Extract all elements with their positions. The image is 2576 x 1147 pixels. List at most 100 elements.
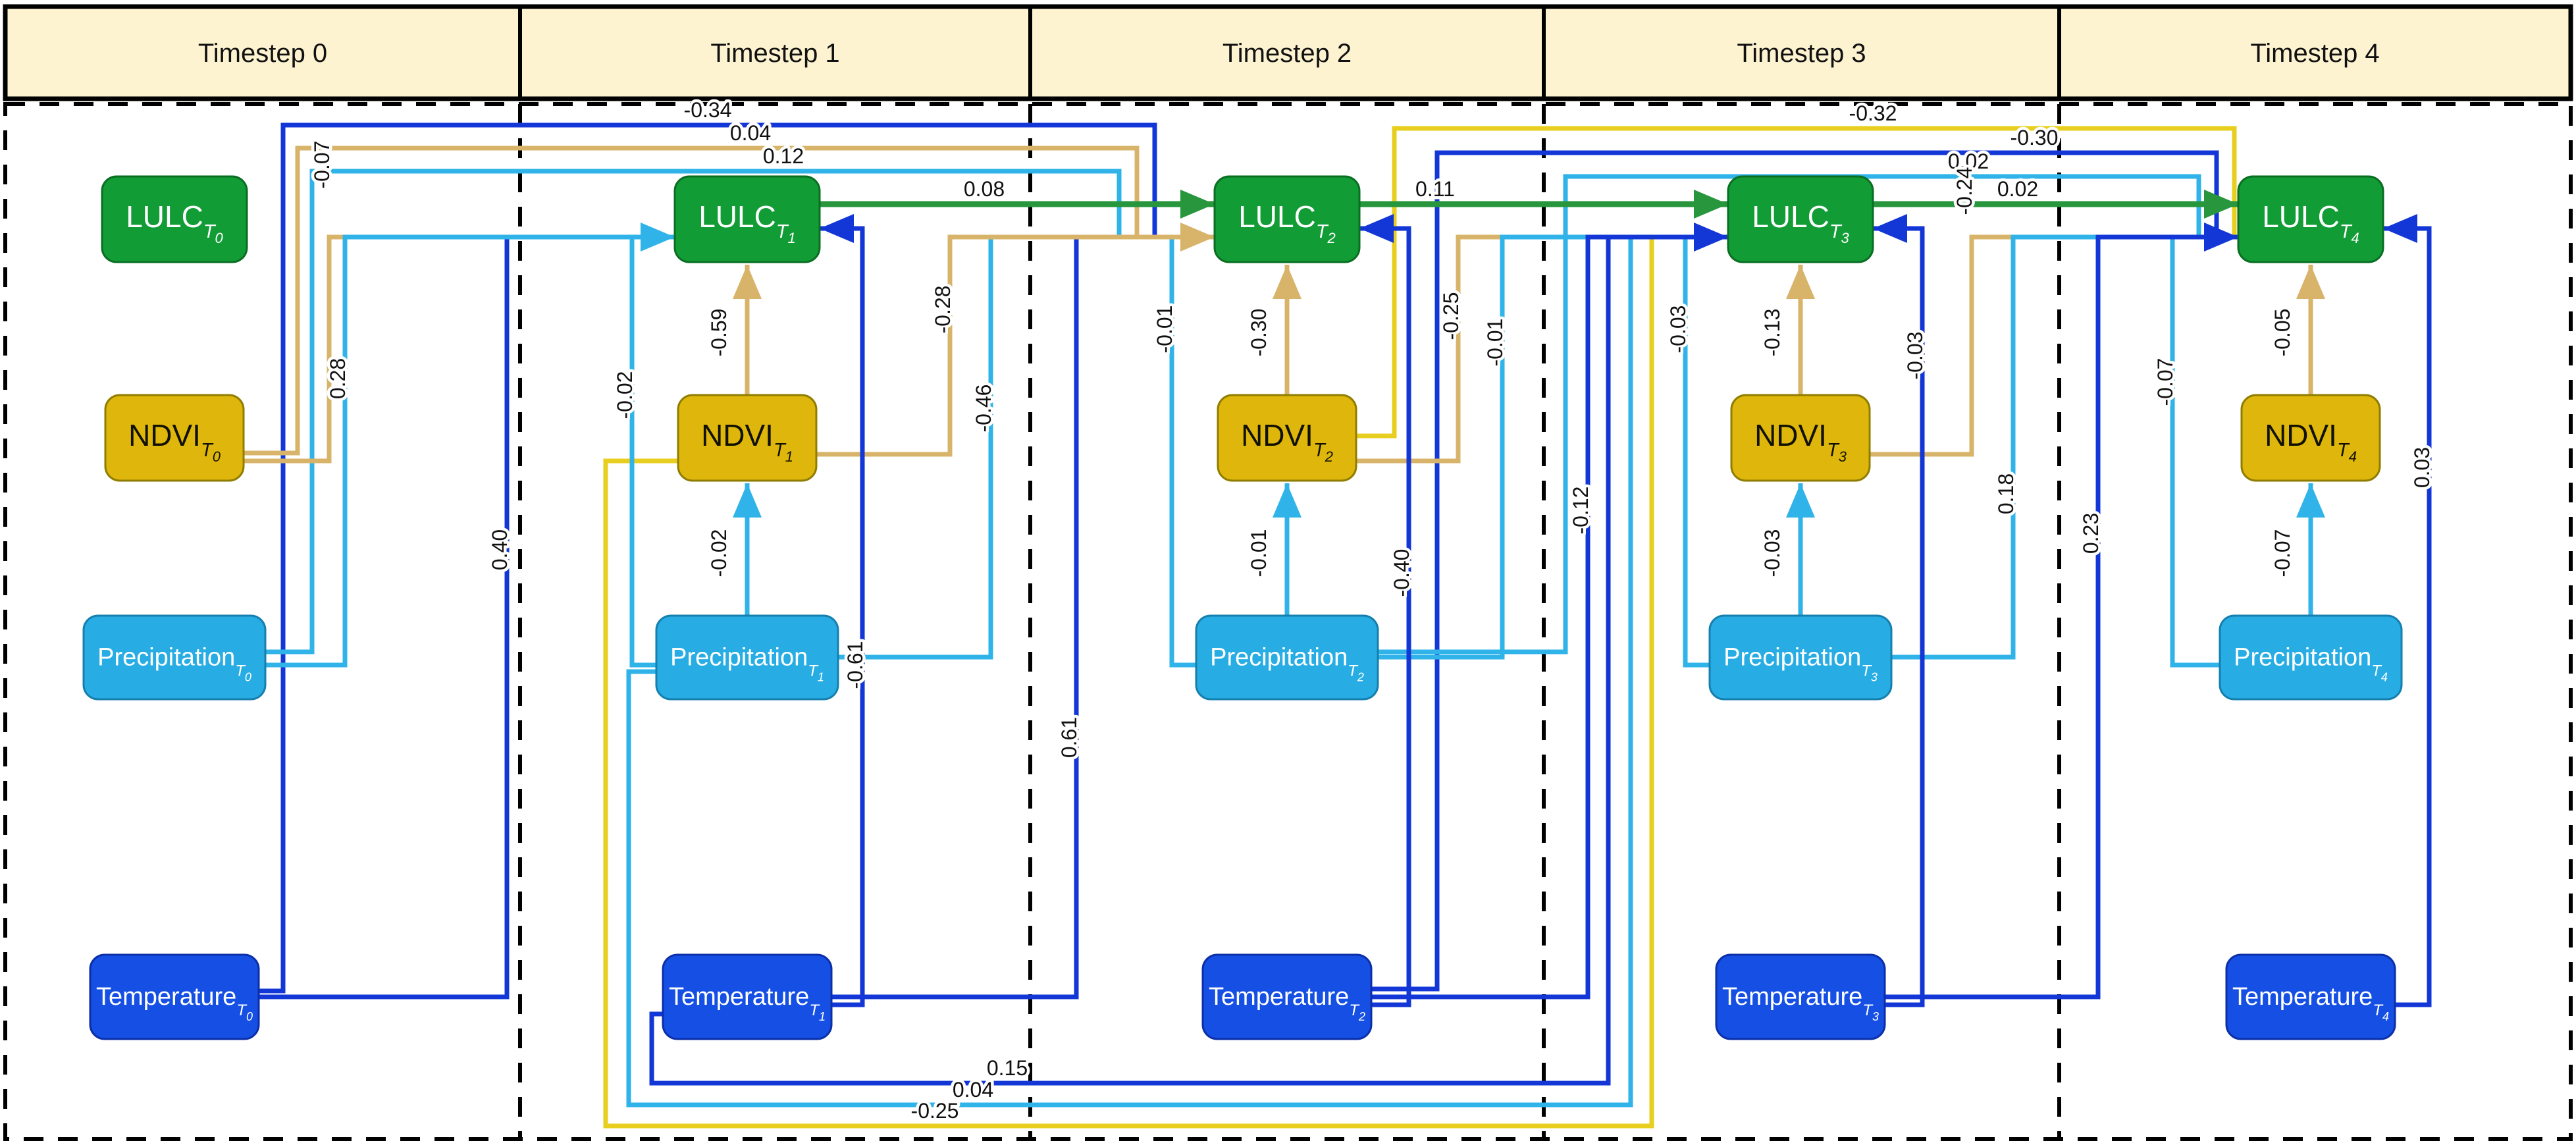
nodes-layer: LULCT0NDVIT0PrecipitationT0TemperatureT0… — [82, 175, 2403, 1040]
node-box-precipitation_t2 — [1195, 614, 1379, 701]
edge-value-Precipitation_T1-to-LULC_T3: 0.04 — [953, 1078, 993, 1102]
edge-Temperature_T2-to-LULC_T3 — [1371, 234, 1728, 1000]
node-precipitation_t4: PrecipitationT4 — [2219, 614, 2403, 701]
edge-value-Precipitation_T2-to-NDVI_T2: -0.01 — [1247, 529, 1271, 577]
header-cell-timestep-3: Timestep 3 — [1737, 39, 1866, 68]
arrowhead-Temperature_T1-to-LULC_T1 — [820, 214, 854, 243]
node-label-precipitation_t3: PrecipitationT3 — [1723, 644, 1878, 684]
node-box-temperature_t2 — [1201, 953, 1373, 1040]
edge-value-Precipitation_T2-to-LULC_T2: -0.01 — [1153, 306, 1176, 354]
node-lulc_t3: LULCT3 — [1727, 175, 1874, 263]
node-label-temperature_t2: TemperatureT2 — [1209, 983, 1365, 1023]
edge-labels-layer: -0.340.040.12-0.32-0.300.020.150.04-0.25… — [307, 95, 2437, 1126]
node-label-lulc_t0: LULCT0 — [126, 200, 223, 246]
edge-value-Temperature_T3-to-LULC_T4: 0.23 — [2079, 513, 2103, 554]
node-ndvi_t1: NDVIT1 — [677, 394, 818, 482]
arrowhead-LULC_T3-to-LULC_T4 — [2204, 190, 2238, 219]
node-box-lulc_t2 — [1213, 175, 1361, 263]
edge-value-Precipitation_T1-to-LULC_T1: -0.02 — [613, 371, 637, 419]
edge-value-Temperature_T3-to-LULC_T3: -0.03 — [1903, 332, 1927, 380]
node-precipitation_t3: PrecipitationT3 — [1708, 614, 1893, 701]
edge-value-NDVI_T3-to-LULC_T3: -0.13 — [1760, 309, 1784, 357]
node-label-lulc_t3: LULCT3 — [1752, 200, 1849, 246]
node-box-lulc_t1 — [673, 175, 821, 263]
node-box-ndvi_t3 — [1730, 394, 1871, 482]
node-box-lulc_t4 — [2237, 175, 2384, 263]
node-label-temperature_t0: TemperatureT0 — [96, 983, 253, 1023]
node-box-ndvi_t1 — [677, 394, 818, 482]
node-label-ndvi_t0: NDVIT0 — [128, 418, 221, 465]
node-label-temperature_t4: TemperatureT4 — [2232, 983, 2389, 1023]
node-temperature_t1: TemperatureT1 — [662, 953, 833, 1040]
node-ndvi_t4: NDVIT4 — [2240, 394, 2381, 482]
node-precipitation_t0: PrecipitationT0 — [82, 614, 267, 701]
node-box-precipitation_t1 — [655, 614, 839, 701]
node-precipitation_t2: PrecipitationT2 — [1195, 614, 1379, 701]
edge-value-NDVI_T0-to-LULC_T2: 0.04 — [730, 121, 771, 145]
edge-value-NDVI_T2-to-LULC_T3: -0.25 — [1439, 292, 1463, 340]
node-box-temperature_t4 — [2225, 953, 2396, 1040]
node-box-lulc_t0 — [101, 175, 248, 263]
edge-value-Precipitation_T3-to-NDVI_T3: -0.03 — [1760, 529, 1784, 577]
node-label-temperature_t3: TemperatureT3 — [1722, 983, 1879, 1023]
node-label-precipitation_t0: PrecipitationT0 — [97, 644, 251, 684]
edge-value-Precipitation_T0-to-LULC_T1: 0.28 — [326, 358, 350, 399]
arrowhead-NDVI_T3-to-LULC_T3 — [1786, 265, 1815, 299]
edge-value-LULC_T3-to-LULC_T4: 0.02 — [1997, 177, 2038, 201]
node-box-ndvi_t4 — [2240, 394, 2381, 482]
arrowhead-Temperature_T4-to-LULC_T4 — [2383, 214, 2417, 243]
arrowhead-Precipitation_T2-to-NDVI_T2 — [1273, 483, 1301, 518]
arrowhead-Temperature_T3-to-LULC_T3 — [1873, 214, 1907, 243]
outer-dashed-frame — [3, 102, 2573, 1141]
node-label-lulc_t4: LULCT4 — [2262, 200, 2359, 246]
edges-layer — [244, 122, 2432, 1129]
node-box-lulc_t3 — [1727, 175, 1874, 263]
edge-value-NDVI_T0-to-LULC_T1: -0.07 — [310, 141, 334, 189]
header-cell-timestep-2: Timestep 2 — [1222, 39, 1352, 68]
edge-value-Precipitation_T3-to-LULC_T3: -0.03 — [1666, 306, 1690, 354]
arrowhead-Precipitation_T1-to-NDVI_T1 — [733, 483, 762, 518]
arrowhead-NDVI_T4-to-LULC_T4 — [2296, 265, 2325, 299]
node-label-lulc_t2: LULCT2 — [1238, 200, 1336, 246]
node-label-ndvi_t4: NDVIT4 — [2265, 418, 2357, 465]
arrowhead-Precipitation_T4-to-NDVI_T4 — [2296, 483, 2325, 518]
arrowhead-NDVI_T2-to-LULC_T2 — [1273, 265, 1301, 299]
node-ndvi_t3: NDVIT3 — [1730, 394, 1871, 482]
edge-value-Temperature_T1-to-LULC_T2: 0.61 — [1057, 717, 1081, 758]
node-box-precipitation_t0 — [82, 614, 267, 701]
edge-value-Precipitation_T3-to-LULC_T4: 0.18 — [1994, 473, 2018, 514]
arrowhead-NDVI_T1-to-LULC_T1 — [733, 265, 762, 299]
edge-value-NDVI_T4-to-LULC_T4: -0.05 — [2271, 309, 2294, 357]
arrowhead-Temperature_T3-to-LULC_T4 — [2204, 223, 2238, 252]
dashed-borders — [3, 102, 2573, 1141]
node-label-ndvi_t2: NDVIT2 — [1241, 418, 1333, 465]
node-label-temperature_t1: TemperatureT1 — [669, 983, 826, 1023]
arrowhead-LULC_T2-to-LULC_T3 — [1694, 190, 1728, 219]
node-label-precipitation_t1: PrecipitationT1 — [670, 644, 824, 684]
arrowhead-Temperature_T2-to-LULC_T2 — [1359, 214, 1394, 243]
arrowhead-Precipitation_T3-to-NDVI_T3 — [1786, 483, 1815, 518]
node-lulc_t4: LULCT4 — [2237, 175, 2384, 263]
edge-value-Temperature_T1-to-LULC_T1: -0.61 — [843, 641, 867, 689]
header-band — [3, 4, 2573, 101]
edge-value-Precipitation_T4-to-NDVI_T4: -0.07 — [2271, 529, 2294, 577]
arrowhead-LULC_T1-to-LULC_T2 — [1180, 190, 1215, 219]
node-temperature_t3: TemperatureT3 — [1715, 953, 1886, 1040]
node-label-precipitation_t2: PrecipitationT2 — [1210, 644, 1364, 684]
node-label-ndvi_t1: NDVIT1 — [701, 418, 793, 465]
edge-value-Temperature_T0-to-LULC_T1: 0.40 — [488, 529, 512, 570]
arrowhead-NDVI_T1-to-LULC_T2 — [1180, 223, 1215, 252]
node-precipitation_t1: PrecipitationT1 — [655, 614, 839, 701]
edge-value-Precipitation_T2-to-LULC_T4: 0.02 — [1948, 149, 1989, 173]
edge-value-Precipitation_T4-to-LULC_T4: -0.07 — [2153, 358, 2177, 406]
edge-value-Precipitation_T1-to-NDVI_T1: -0.02 — [707, 529, 731, 577]
edge-value-Temperature_T2-to-LULC_T4: -0.30 — [2011, 126, 2059, 149]
edge-Temperature_T3-to-LULC_T4 — [1885, 234, 2238, 1000]
edge-value-NDVI_T1-to-LULC_T1: -0.59 — [707, 309, 731, 357]
edge-value-NDVI_T2-to-LULC_T4: -0.32 — [1849, 101, 1897, 125]
edge-value-LULC_T2-to-LULC_T3: 0.11 — [1415, 177, 1455, 201]
node-label-ndvi_t3: NDVIT3 — [1754, 418, 1847, 465]
